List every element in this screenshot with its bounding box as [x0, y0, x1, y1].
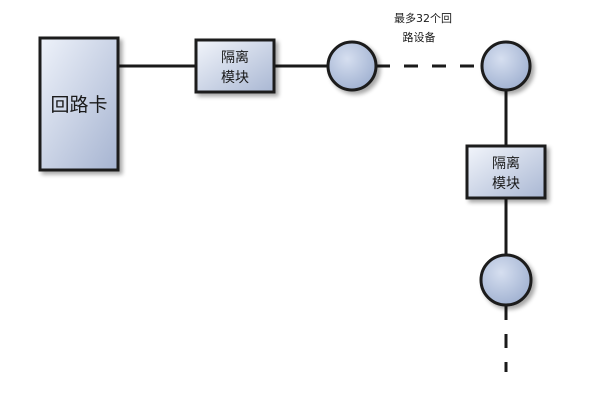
loop-card-label: 回路卡 — [50, 94, 107, 116]
isolation-module-1: 隔离 模块 — [194, 38, 276, 94]
wires — [118, 64, 508, 372]
loop-device-2 — [480, 40, 532, 92]
device-limit-note: 最多32个回 路设备 — [394, 11, 452, 44]
isolation-module-1-box — [194, 38, 276, 94]
isolation-module-2-label-line1: 隔离 — [492, 155, 520, 172]
loop-device-3 — [479, 253, 533, 307]
loop-card-box — [38, 36, 120, 172]
isolation-module-2-label-line2: 模块 — [492, 176, 520, 192]
isolation-module-1-label-line2: 模块 — [221, 70, 249, 86]
device-limit-note-line1: 最多32个回 — [394, 11, 452, 25]
loop-card: 回路卡 — [38, 36, 120, 172]
loop-device-1 — [326, 40, 378, 92]
device-limit-note-line2: 路设备 — [403, 30, 436, 44]
isolation-module-2: 隔离 模块 — [465, 144, 547, 200]
isolation-module-1-label-line1: 隔离 — [221, 49, 249, 66]
isolation-module-2-box — [465, 144, 547, 200]
